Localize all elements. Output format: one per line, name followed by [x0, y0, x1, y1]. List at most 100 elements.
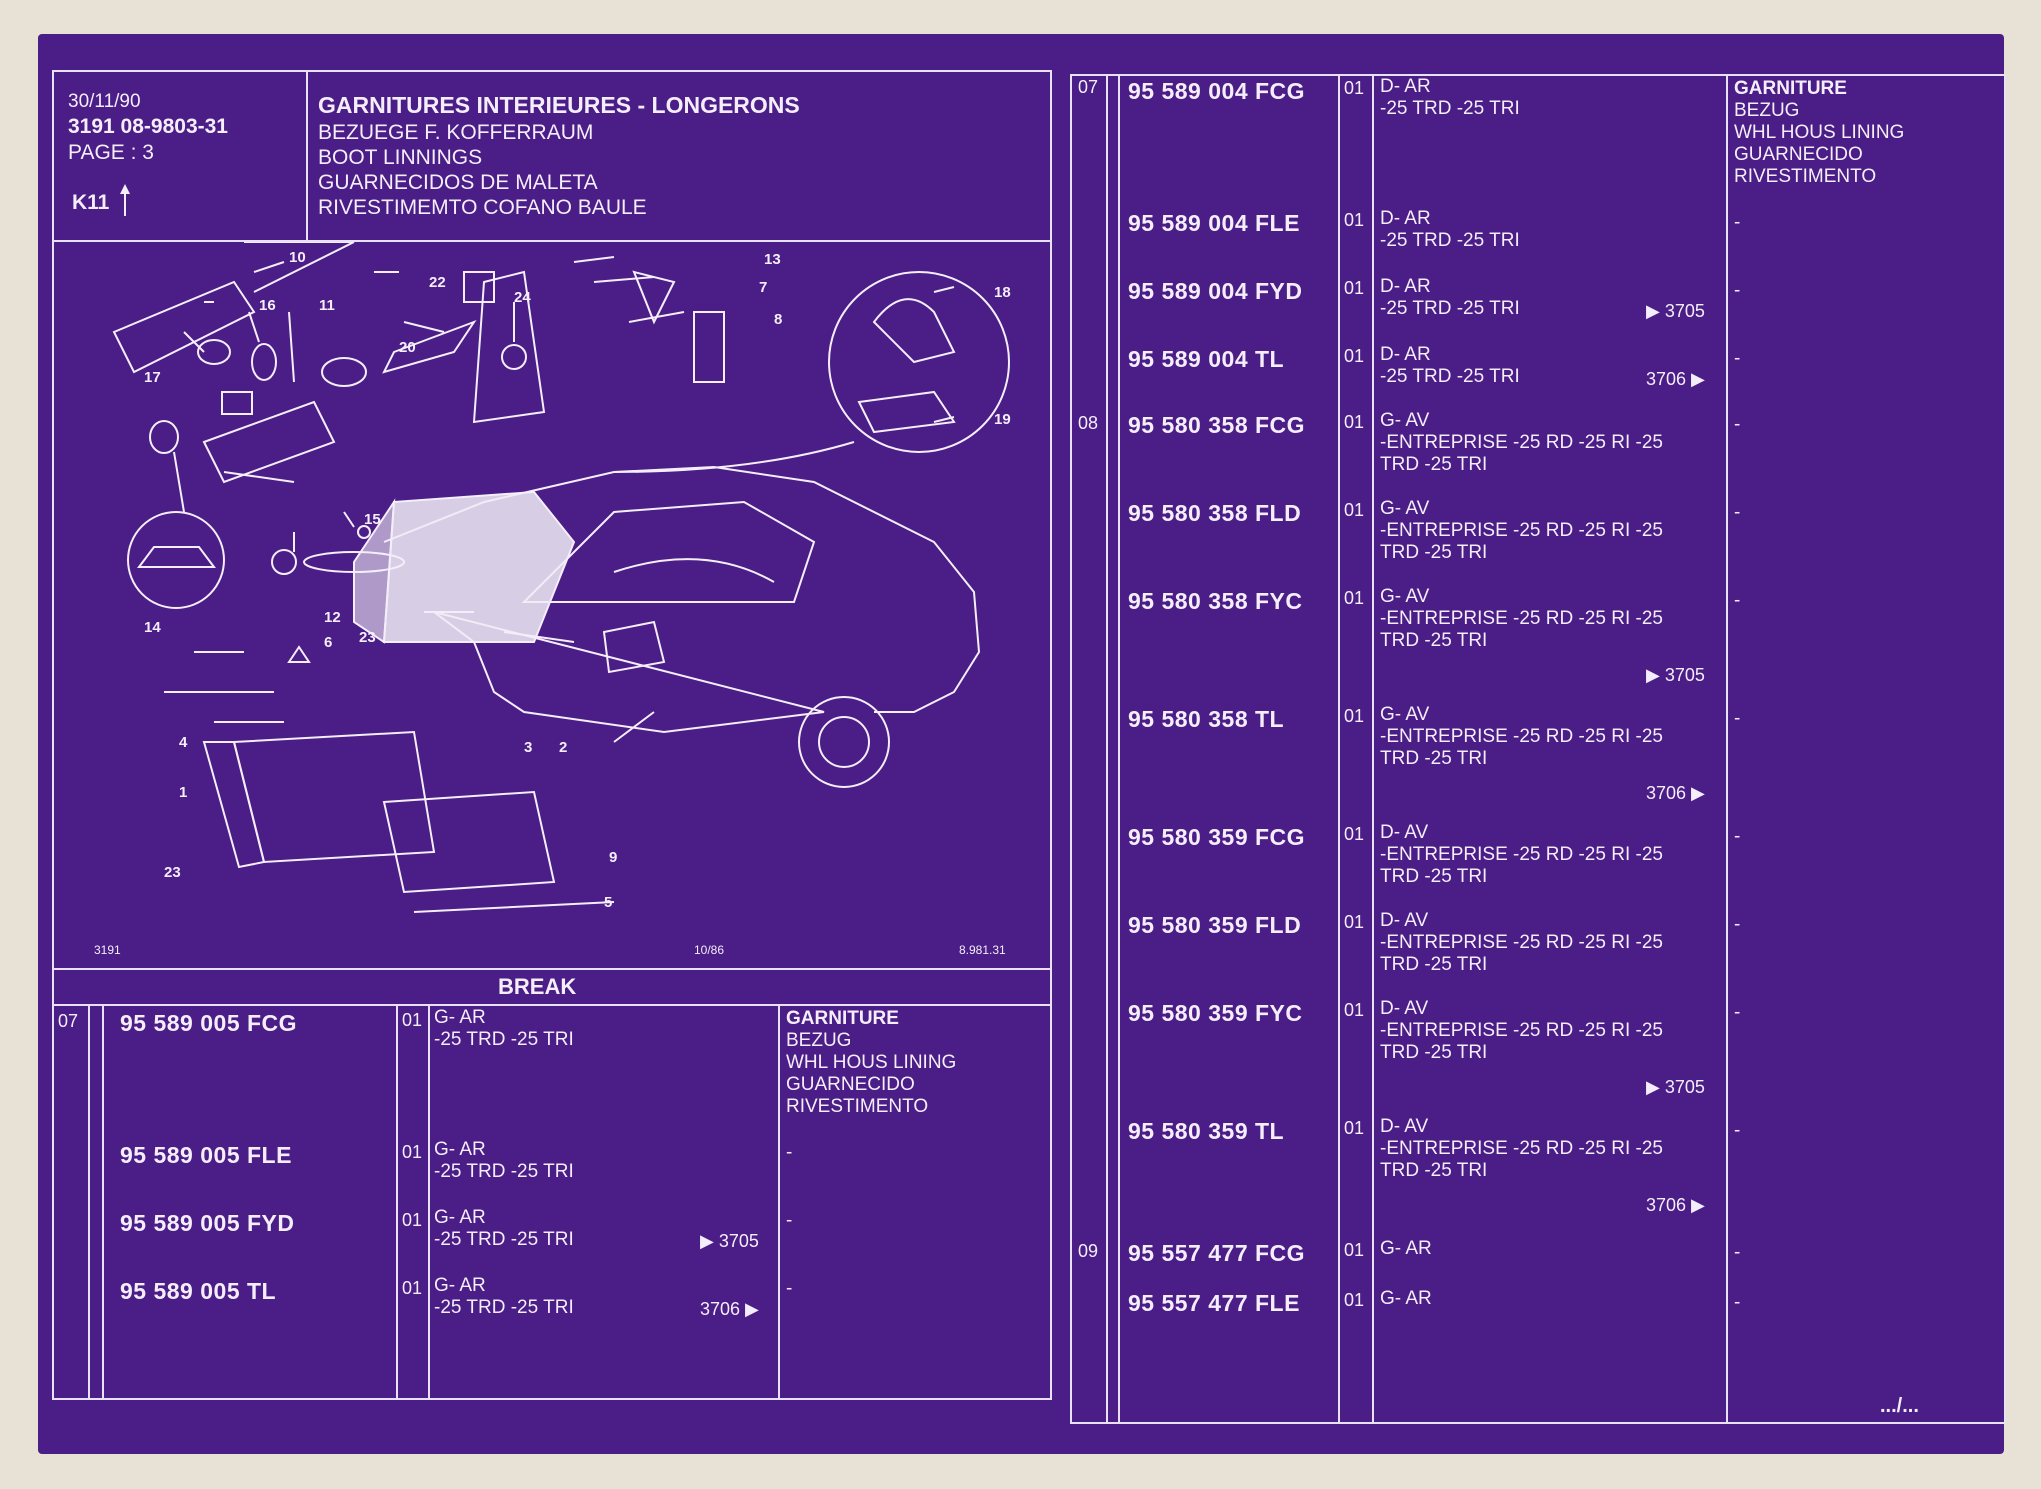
break-designation-es: GUARNECIDO — [786, 1074, 915, 1095]
description-line-3: TRD -25 TRI — [1380, 866, 1488, 887]
quantity: 01 — [1344, 278, 1365, 298]
quantity: 01 — [1344, 1118, 1365, 1138]
callout-13: 13 — [764, 251, 781, 268]
description-line-3: TRD -25 TRI — [1380, 1042, 1488, 1063]
description-line-1: D- AR — [1380, 76, 1431, 97]
designation-de: BEZUG — [1734, 100, 1800, 121]
frame-line — [1070, 74, 2006, 76]
quantity: 01 — [1344, 1240, 1365, 1260]
frame-line — [778, 1004, 780, 1400]
quantity: 01 — [1344, 210, 1365, 230]
callout-19: 19 — [994, 411, 1011, 428]
detail-circle-fastener — [127, 511, 225, 609]
description-line-2: -ENTREPRISE -25 RD -25 RI -25 — [1380, 608, 1663, 629]
frame-line — [52, 1398, 1052, 1400]
designation-dash: - — [1734, 1120, 1741, 1141]
designation-dash: - — [1734, 212, 1741, 233]
designation-it: RIVESTIMENTO — [1734, 166, 1877, 187]
quantity: 01 — [402, 1010, 423, 1030]
designation-dash: - — [1734, 348, 1741, 369]
designation-dash: - — [1734, 914, 1741, 935]
description-line-2: -25 TRD -25 TRI — [434, 1297, 574, 1318]
designation-dash: - — [786, 1278, 793, 1299]
designation-dash: - — [1734, 826, 1741, 847]
callout-17: 17 — [144, 369, 161, 386]
part-number: 95 580 358 FCG — [1128, 412, 1306, 438]
frame-line — [1106, 74, 1108, 1424]
cross-reference: 3706 ▶ — [1646, 369, 1705, 389]
cross-reference: ▶ 3705 — [1646, 301, 1705, 321]
group-number: 09 — [1078, 1241, 1099, 1261]
frame-line — [2004, 74, 2006, 1424]
callout-14: 14 — [144, 619, 161, 636]
title-translation-en: BOOT LINNINGS — [318, 146, 483, 169]
description-line-1: G- AV — [1380, 498, 1430, 519]
diagram-ref-right: 8.981.31 — [959, 943, 1006, 957]
cross-reference: ▶ 3705 — [1646, 665, 1705, 685]
designation-fr: GARNITURE — [1734, 78, 1847, 99]
designation-dash: - — [1734, 280, 1741, 301]
break-designation-fr: GARNITURE — [786, 1008, 899, 1029]
description-line-2: -25 TRD -25 TRI — [434, 1029, 574, 1050]
description-line-3: TRD -25 TRI — [1380, 1160, 1488, 1181]
frame-line — [52, 70, 54, 1400]
header-code: 3191 08-9803-31 — [68, 115, 228, 138]
description-line-1: G- AV — [1380, 704, 1430, 725]
quantity: 01 — [1344, 1290, 1365, 1310]
part-number: 95 580 358 TL — [1128, 706, 1285, 732]
description-line-3: TRD -25 TRI — [1380, 454, 1488, 475]
callout-6: 6 — [324, 634, 332, 651]
part-number: 95 580 359 FCG — [1128, 824, 1306, 850]
title-translation-it: RIVESTIMEMTO COFANO BAULE — [318, 196, 647, 219]
quantity: 01 — [1344, 412, 1365, 432]
quantity: 01 — [402, 1278, 423, 1298]
quantity: 01 — [1344, 912, 1365, 932]
quantity: 01 — [1344, 78, 1365, 98]
callout-12: 12 — [324, 609, 341, 626]
callout-7: 7 — [759, 279, 767, 296]
designation-en: WHL HOUS LINING — [1734, 122, 1905, 143]
description-line-2: -25 TRD -25 TRI — [1380, 298, 1520, 319]
frame-line — [1070, 74, 1072, 1424]
designation-dash: - — [1734, 502, 1741, 523]
boot-lining — [382, 490, 576, 643]
quantity: 01 — [1344, 346, 1365, 366]
part-number: 95 589 004 FYD — [1128, 278, 1303, 304]
callout-22: 22 — [429, 274, 446, 291]
part-number: 95 589 005 FYD — [120, 1210, 295, 1236]
description-line-2: -ENTREPRISE -25 RD -25 RI -25 — [1380, 1138, 1663, 1159]
parts-catalogue-sheet: 30/11/90 3191 08-9803-31 PAGE : 3 K11 GA… — [38, 34, 2006, 1454]
description-line-1: D- AV — [1380, 1116, 1429, 1137]
callout-15: 15 — [364, 511, 381, 528]
callout-2: 2 — [559, 739, 567, 756]
description-line-1: G- AR — [434, 1139, 486, 1160]
part-number: 95 589 005 TL — [120, 1278, 277, 1304]
frame-line — [52, 1004, 1052, 1006]
frame-line — [1050, 70, 1052, 1400]
frame-line — [52, 240, 1052, 242]
description-line-1: D- AV — [1380, 998, 1429, 1019]
description-line-2: -25 TRD -25 TRI — [434, 1161, 574, 1182]
part-number: 95 589 004 FCG — [1128, 78, 1306, 104]
cross-reference: ▶ 3705 — [700, 1231, 759, 1251]
description-line-2: -ENTREPRISE -25 RD -25 RI -25 — [1380, 932, 1663, 953]
callout-10: 10 — [289, 249, 306, 266]
callout-5: 5 — [604, 894, 612, 911]
quantity: 01 — [1344, 500, 1365, 520]
description-line-2: -ENTREPRISE -25 RD -25 RI -25 — [1380, 844, 1663, 865]
callout-23-bottom: 23 — [164, 864, 181, 881]
break-designation-de: BEZUG — [786, 1030, 852, 1051]
designation-dash: - — [1734, 1002, 1741, 1023]
callout-18: 18 — [994, 284, 1011, 301]
frame-line — [1726, 74, 1728, 1424]
part-number: 95 589 005 FCG — [120, 1010, 298, 1036]
description-line-2: -25 TRD -25 TRI — [1380, 98, 1520, 119]
part-number: 95 580 359 FLD — [1128, 912, 1302, 938]
description-line-3: TRD -25 TRI — [1380, 542, 1488, 563]
designation-dash: - — [786, 1210, 793, 1231]
description-line-1: G- AV — [1380, 586, 1430, 607]
exploded-parts-diagram: 10 16 11 17 15 14 12 20 22 24 13 7 8 18 … — [94, 242, 1011, 957]
break-designation-en: WHL HOUS LINING — [786, 1052, 957, 1073]
description-line-1: G- AV — [1380, 410, 1430, 431]
designation-es: GUARNECIDO — [1734, 144, 1863, 165]
